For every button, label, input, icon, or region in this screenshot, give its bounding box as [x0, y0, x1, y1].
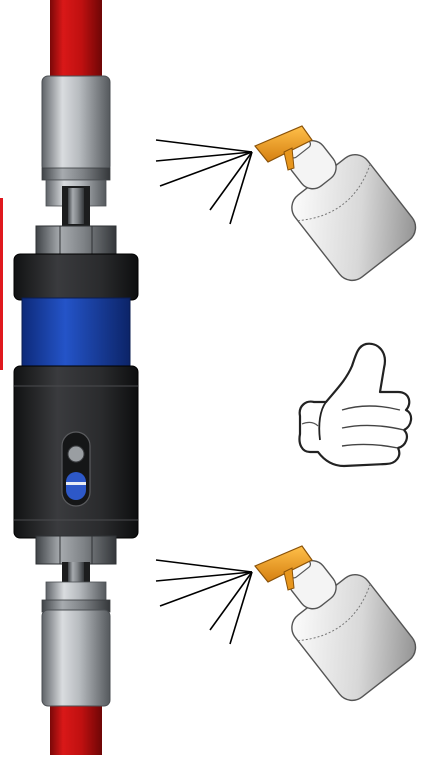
lower-crimp-sleeve — [42, 562, 110, 706]
hose-assembly — [14, 0, 138, 755]
spray-bottle-icon — [254, 108, 422, 287]
upper-hex-nut — [36, 226, 116, 254]
spray-bottle-icon — [254, 528, 422, 707]
upper-hose — [50, 0, 102, 82]
spray-lines-bottom — [156, 560, 252, 644]
quick-coupling-body — [14, 254, 138, 538]
upper-crimp-sleeve — [42, 76, 110, 226]
lower-hex-nut — [36, 536, 116, 564]
spray-lines-top — [156, 140, 252, 224]
lower-hose — [50, 700, 102, 755]
left-edge-marker — [0, 198, 3, 370]
blue-locking-band — [22, 298, 130, 368]
indicator-window — [62, 432, 90, 506]
thumbs-up-icon — [299, 344, 411, 466]
